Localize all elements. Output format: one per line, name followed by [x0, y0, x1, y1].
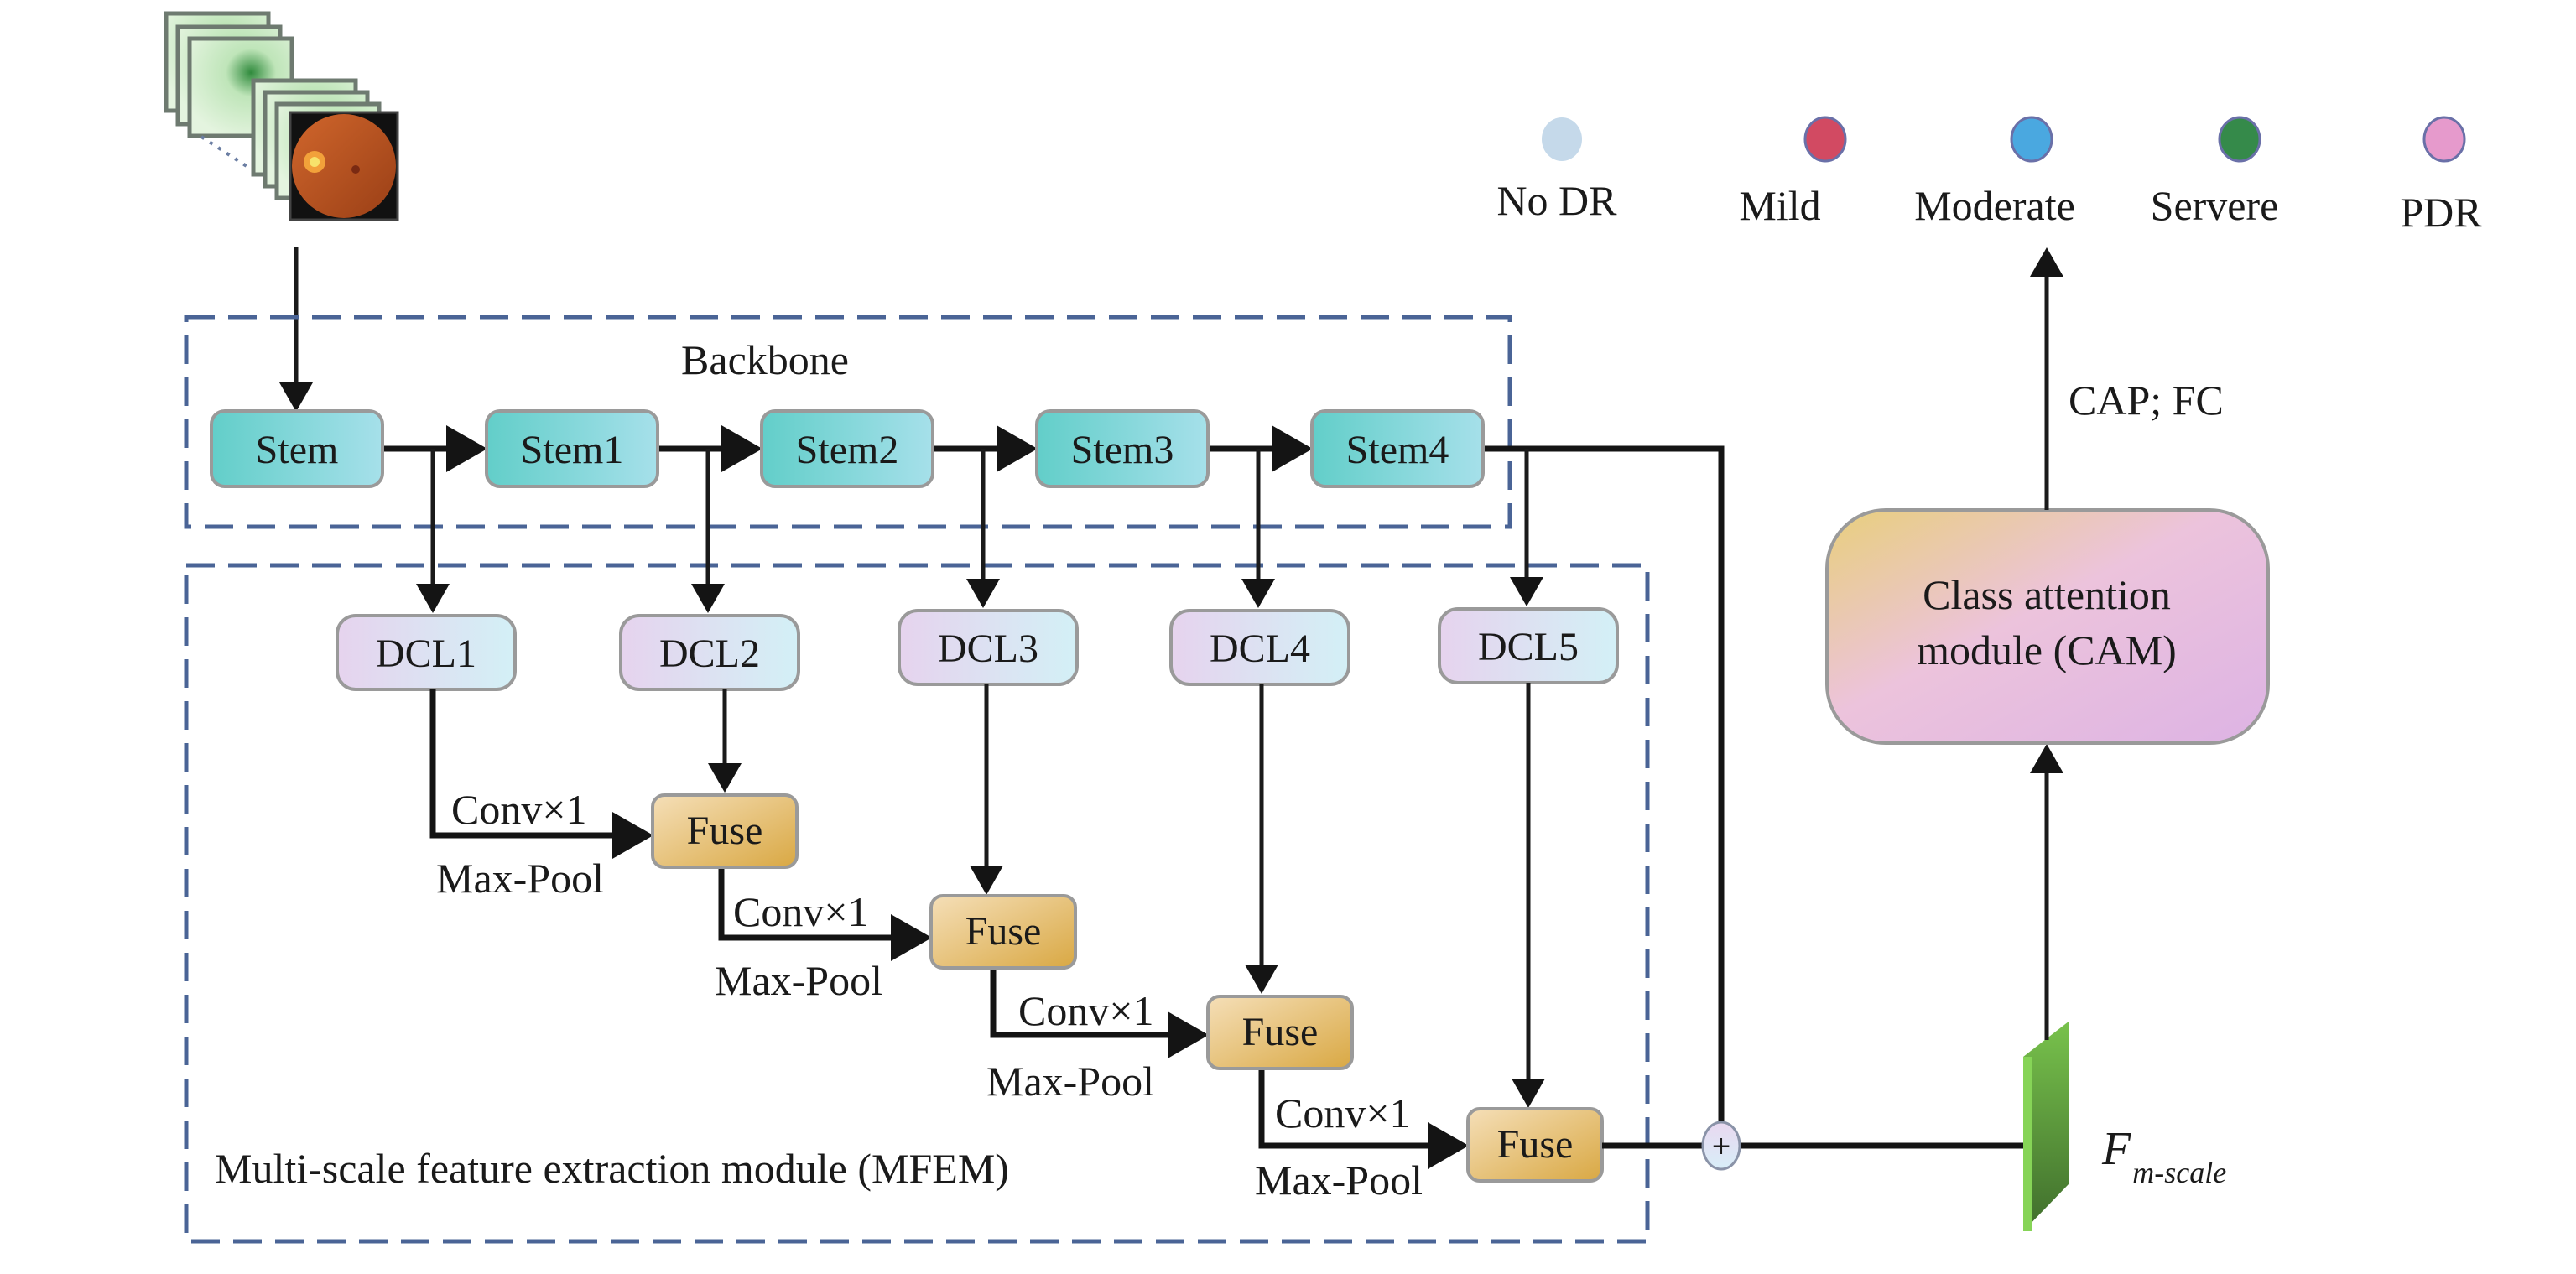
fuse-box-2[interactable]: Fuse: [929, 894, 1077, 970]
mfem-group-border: [184, 563, 1650, 1244]
legend-label: No DR: [1496, 177, 1617, 224]
dcl-box-1[interactable]: DCL1: [336, 614, 517, 691]
stem-box-3[interactable]: Stem3: [1035, 409, 1210, 488]
class-legend: No DR Mild Moderate Servere PDR: [1496, 116, 2482, 236]
pool-label-2: Max-Pool: [715, 957, 882, 1004]
fuse-box-1[interactable]: Fuse: [651, 793, 799, 869]
svg-text:Fuse: Fuse: [1497, 1122, 1574, 1167]
stem-box-2[interactable]: Stem2: [760, 409, 934, 488]
fuse-box-4[interactable]: Fuse: [1466, 1107, 1604, 1183]
svg-text:DCL1: DCL1: [376, 632, 476, 676]
cam-label-line2: module (CAM): [1917, 627, 2177, 673]
dcl-to-fuse-wires: [429, 683, 1545, 1108]
svg-text:Fuse: Fuse: [687, 809, 763, 853]
svg-text:Stem4: Stem4: [1346, 428, 1449, 472]
legend-dot-icon: [2422, 116, 2466, 163]
pool-label-3: Max-Pool: [986, 1058, 1154, 1105]
legend-label: Servere: [2151, 182, 2279, 229]
stem-box-0[interactable]: Stem: [210, 409, 384, 488]
svg-text:Stem3: Stem3: [1071, 428, 1174, 472]
mfem-title: Multi-scale feature extraction module (M…: [215, 1145, 1009, 1192]
conv-label-1: Conv×1: [451, 786, 587, 833]
pool-label-1: Max-Pool: [436, 855, 604, 902]
dcl-box-2[interactable]: DCL2: [619, 614, 800, 691]
legend-dot-icon: [2218, 116, 2261, 163]
conv-label-3: Conv×1: [1018, 987, 1154, 1034]
feature-label: Fm-scale: [2101, 1123, 2226, 1189]
fuse-edge-labels: Conv×1 Max-Pool Conv×1 Max-Pool Conv×1 M…: [436, 786, 1423, 1204]
svg-text:DCL4: DCL4: [1210, 627, 1310, 671]
legend-dot-icon: [2010, 116, 2053, 163]
cam-label-line1: Class attention: [1923, 571, 2171, 618]
legend-label: PDR: [2400, 189, 2482, 236]
legend-dot-icon: [1542, 117, 1582, 161]
plus-icon: +: [1712, 1127, 1731, 1165]
stem-box-4[interactable]: Stem4: [1310, 409, 1485, 488]
fuse-box-3[interactable]: Fuse: [1206, 995, 1354, 1070]
sum-node: +: [1701, 1121, 1741, 1171]
legend-item-no-dr: No DR: [1496, 117, 1617, 224]
svg-text:DCL3: DCL3: [938, 627, 1038, 671]
legend-dot-icon: [1803, 116, 1847, 163]
svg-text:Stem2: Stem2: [796, 428, 899, 472]
svg-text:Fuse: Fuse: [965, 909, 1042, 954]
fuse-chain-wires: [718, 867, 1469, 1169]
svg-text:Stem: Stem: [256, 428, 339, 472]
dcl-box-5[interactable]: DCL5: [1438, 607, 1619, 684]
legend-item-pdr: PDR: [2400, 116, 2482, 236]
legend-label: Mild: [1739, 182, 1820, 229]
conv-label-2: Conv×1: [733, 888, 869, 935]
legend-item-servere: Servere: [2151, 116, 2279, 229]
stem-boxes: Stem Stem1 Stem2 Stem3 Stem4: [210, 409, 1485, 488]
backbone-group-border: [184, 315, 1512, 529]
backbone-title: Backbone: [681, 336, 849, 383]
legend-item-mild: Mild: [1739, 116, 1847, 229]
dcl-box-4[interactable]: DCL4: [1169, 609, 1350, 686]
svg-text:DCL5: DCL5: [1478, 625, 1579, 669]
svg-text:Fuse: Fuse: [1242, 1010, 1319, 1054]
cam-box[interactable]: Class attention module (CAM): [1825, 508, 2270, 745]
feature-map-slab: [2023, 1022, 2069, 1231]
legend-item-moderate: Moderate: [1914, 116, 2075, 229]
svg-text:DCL2: DCL2: [659, 632, 760, 676]
dcl-box-3[interactable]: DCL3: [898, 609, 1079, 686]
head-label: CAP; FC: [2069, 377, 2224, 424]
legend-label: Moderate: [1914, 182, 2075, 229]
pool-label-4: Max-Pool: [1255, 1157, 1423, 1204]
stack-ellipsis-dots: [200, 135, 253, 171]
svg-text:Stem1: Stem1: [521, 428, 624, 472]
conv-label-4: Conv×1: [1275, 1089, 1411, 1136]
fundus-image: [289, 111, 399, 221]
dcl-boxes: DCL1 DCL2 DCL3 DCL4 DCL5: [336, 607, 1619, 691]
stem-to-dcl-wires: [416, 449, 1543, 613]
input-image-stack: [164, 11, 399, 221]
stem-box-1[interactable]: Stem1: [485, 409, 659, 488]
